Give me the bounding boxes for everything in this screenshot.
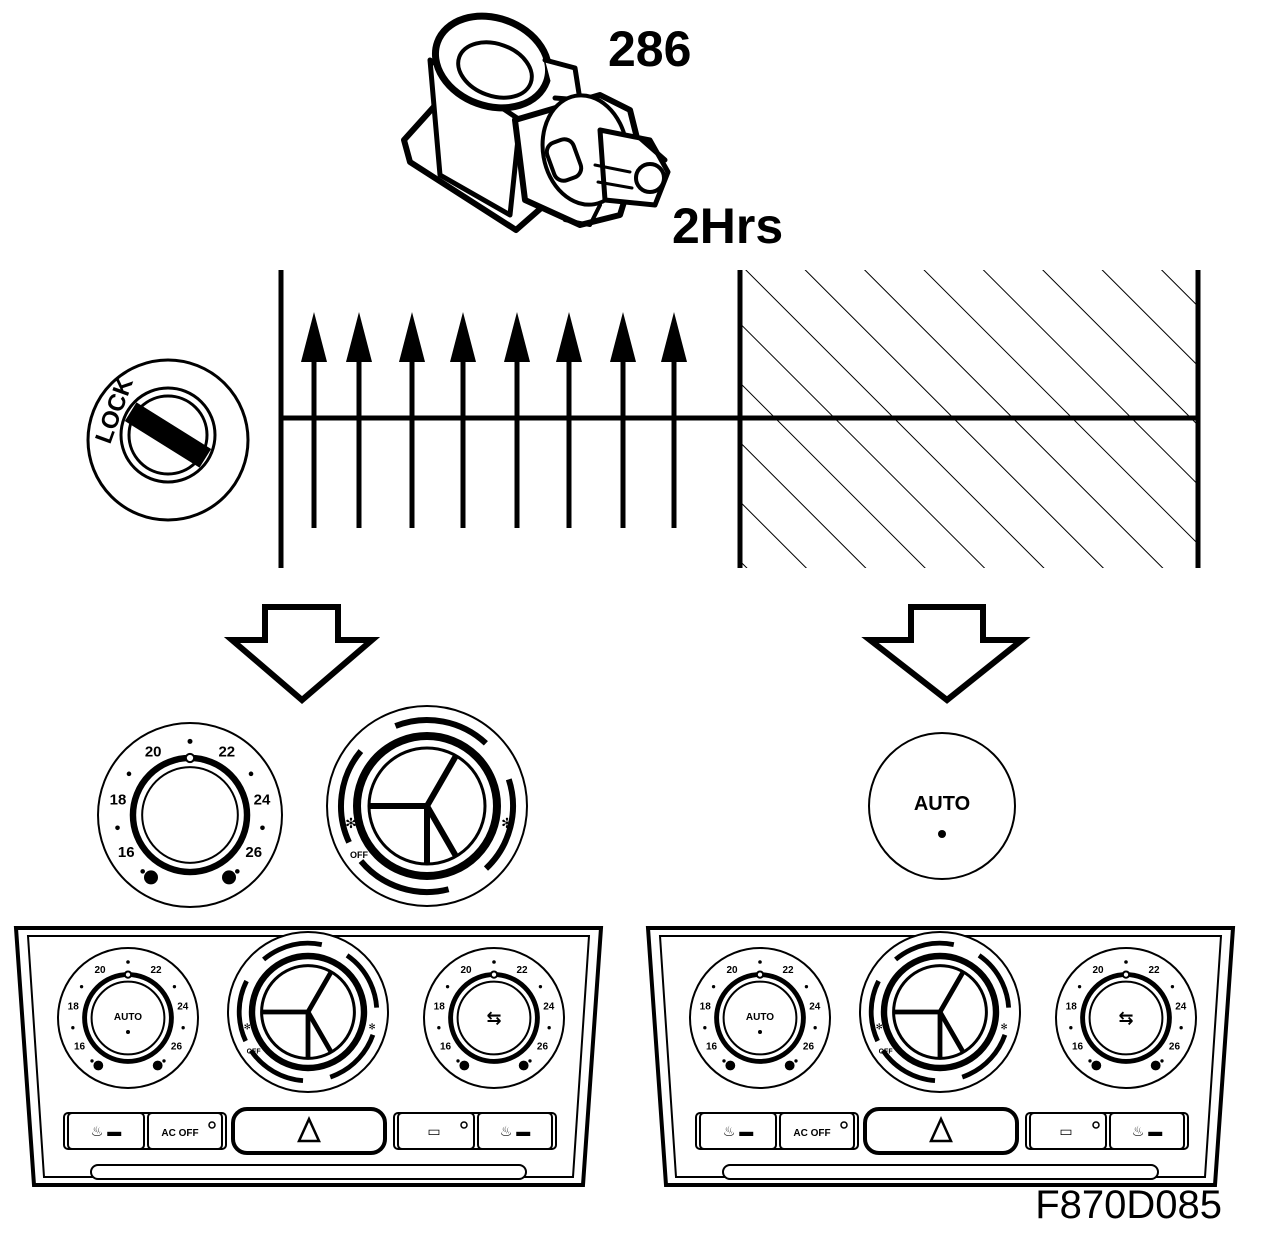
- fan-speed-icon: ✻: [345, 815, 357, 831]
- fan-speed-icon: ✻: [1000, 1022, 1007, 1032]
- temperature-dial-detail: 16 18 20 22 24 26: [97, 722, 283, 908]
- car-recirculation-icon: ⇆: [486, 1008, 501, 1028]
- rear-defrost-button[interactable]: [1029, 1112, 1107, 1150]
- temperature-tick-label: 26: [1169, 1041, 1181, 1052]
- temperature-tick-label: 20: [726, 965, 738, 976]
- temperature-tick-label: 22: [218, 743, 235, 760]
- fan-dial-detail: ✻ ✻ OFF: [326, 705, 528, 907]
- up-arrow-icon: [661, 312, 687, 528]
- seat-heat-left-button[interactable]: [699, 1112, 777, 1150]
- hazard-button[interactable]: [231, 1107, 387, 1155]
- up-arrow-icon: [399, 312, 425, 528]
- ac-off-button[interactable]: [147, 1112, 223, 1150]
- hazard-triangle-icon: [297, 1115, 321, 1143]
- temperature-dial: 16 18 20 22 24 26 AUTO: [57, 947, 199, 1089]
- temperature-tick-label: 24: [1175, 1002, 1187, 1013]
- temperature-tick-label: 24: [254, 792, 271, 809]
- car-recirculation-icon: ⇆: [1118, 1008, 1133, 1028]
- seat-heat-icon: ♨ ▬: [723, 1123, 753, 1139]
- down-arrow-left-icon: [223, 604, 381, 704]
- timeline: [278, 270, 1201, 568]
- part-number-label: 286: [608, 21, 691, 77]
- temperature-tick-label: 26: [171, 1041, 183, 1052]
- auto-button-label: AUTO: [914, 793, 970, 815]
- active-period-arrows: [301, 312, 687, 528]
- temperature-tick-label: 24: [543, 1002, 555, 1013]
- rear-defrost-button[interactable]: [397, 1112, 475, 1150]
- temperature-tick-label: 16: [118, 844, 135, 861]
- temperature-tick-label: 18: [68, 1002, 80, 1013]
- seat-heat-right-button[interactable]: [1109, 1112, 1185, 1150]
- temperature-tick-label: 16: [440, 1041, 452, 1052]
- duration-label: 2Hrs: [672, 198, 783, 254]
- up-arrow-icon: [346, 312, 372, 528]
- temperature-tick-label: 24: [809, 1002, 821, 1013]
- fan-dial: ✻ ✻ OFF: [326, 705, 528, 907]
- up-arrow-icon: [556, 312, 582, 528]
- ac-off-label: AC OFF: [793, 1128, 830, 1139]
- temperature-tick-label: 16: [74, 1041, 86, 1052]
- hazard-button[interactable]: [863, 1107, 1019, 1155]
- temperature-tick-label: 18: [700, 1002, 712, 1013]
- ac-off-label: AC OFF: [161, 1128, 198, 1139]
- temperature-tick-label: 18: [434, 1002, 446, 1013]
- ac-off-button[interactable]: [779, 1112, 855, 1150]
- fan-off-label: OFF: [350, 850, 368, 860]
- seat-heat-right-button[interactable]: [477, 1112, 553, 1150]
- fan-off-label: OFF: [879, 1049, 894, 1056]
- auto-label: AUTO: [114, 1012, 142, 1023]
- fan-speed-icon: ✻: [368, 1022, 375, 1032]
- rear-defrost-icon: ▭: [1059, 1123, 1072, 1139]
- temperature-tick-label: 18: [110, 792, 127, 809]
- up-arrow-icon: [504, 312, 530, 528]
- auto-label: AUTO: [746, 1012, 774, 1023]
- seat-heat-left-button[interactable]: [67, 1112, 145, 1150]
- temperature-dial: 16 18 20 22 24 26: [423, 947, 565, 1089]
- fan-speed-icon: ✻: [501, 815, 513, 831]
- up-arrow-icon: [610, 312, 636, 528]
- temperature-tick-label: 22: [1148, 965, 1160, 976]
- fan-speed-icon: ✻: [876, 1022, 883, 1032]
- temperature-tick-label: 26: [803, 1041, 815, 1052]
- rear-defrost-icon: ▭: [427, 1123, 440, 1139]
- temperature-tick-label: 16: [1072, 1041, 1084, 1052]
- temperature-dial: 16 18 20 22 24 26 AUTO: [689, 947, 831, 1089]
- temperature-tick-label: 24: [177, 1002, 189, 1013]
- temperature-tick-label: 22: [516, 965, 528, 976]
- sensor-connector-illustration: [401, 12, 671, 233]
- fan-dial: ✻ ✻ OFF: [227, 931, 389, 1093]
- down-arrow-right-icon: [861, 604, 1031, 704]
- temperature-tick-label: 20: [94, 965, 106, 976]
- temperature-tick-label: 20: [1092, 965, 1104, 976]
- temperature-tick-label: 20: [145, 743, 162, 760]
- temperature-tick-label: 26: [245, 844, 262, 861]
- climate-panel-before: 16 18 20 22 24 26 AUTO ✻ ✻ OFF 16 18 20 22 24 26 ⇆ ♨ ▬ AC …: [13, 926, 604, 1187]
- up-arrow-icon: [301, 312, 327, 528]
- temperature-tick-label: 26: [537, 1041, 549, 1052]
- auto-button-detail: AUTO: [868, 732, 1016, 880]
- temperature-tick-label: 18: [1066, 1002, 1078, 1013]
- temperature-tick-label: 22: [782, 965, 794, 976]
- seat-heat-icon: ♨ ▬: [1132, 1123, 1162, 1139]
- up-arrow-icon: [450, 312, 476, 528]
- fan-dial: ✻ ✻ OFF: [859, 931, 1021, 1093]
- ignition-lock-icon: LOCK: [86, 358, 250, 522]
- temperature-dial: 16 18 20 22 24 26: [97, 722, 283, 908]
- temperature-tick-label: 22: [150, 965, 162, 976]
- fan-off-label: OFF: [247, 1049, 262, 1056]
- temperature-tick-label: 20: [460, 965, 472, 976]
- temperature-dial: 16 18 20 22 24 26: [1055, 947, 1197, 1089]
- climate-panel-after: 16 18 20 22 24 26 AUTO ✻ ✻ OFF 16 18 20 22 24 26 ⇆ ♨ ▬ AC …: [645, 926, 1236, 1187]
- figure-code: F870D085: [1035, 1183, 1222, 1227]
- seat-heat-icon: ♨ ▬: [91, 1123, 121, 1139]
- seat-heat-icon: ♨ ▬: [500, 1123, 530, 1139]
- temperature-tick-label: 16: [706, 1041, 718, 1052]
- fan-speed-icon: ✻: [244, 1022, 251, 1032]
- hazard-triangle-icon: [929, 1115, 953, 1143]
